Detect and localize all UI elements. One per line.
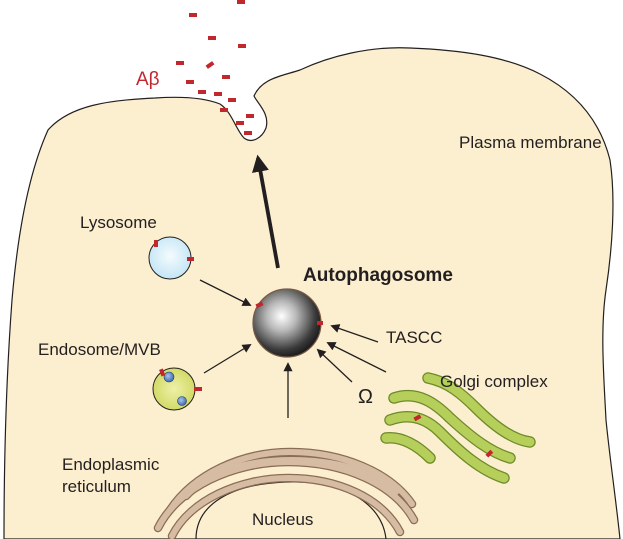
secretion-arrow: [252, 154, 280, 269]
endosome-vesicle: [152, 367, 202, 411]
abeta-peptides: [176, 0, 254, 135]
plasma-membrane: [3, 47, 621, 539]
abeta-peptide-icon: [186, 80, 194, 84]
abeta-peptide-icon: [205, 61, 215, 69]
nucleus-label: Nucleus: [252, 510, 314, 529]
abeta-peptide-icon: [176, 61, 184, 65]
autophagosome: [252, 288, 323, 358]
abeta-peptide-icon: [189, 13, 197, 17]
plasma-membrane-label: Plasma membrane: [459, 133, 602, 152]
abeta-peptide-icon: [485, 449, 494, 458]
arrows: [199, 154, 387, 418]
abeta-peptide-icon: [159, 368, 166, 377]
endosome-arrow: [203, 344, 252, 374]
tascc-label: TASCC: [386, 328, 443, 347]
abeta-peptide-icon: [236, 121, 244, 125]
abeta-peptide-icon: [237, 0, 245, 4]
abeta-peptide-icon: [220, 108, 228, 112]
abeta-peptide-icon: [214, 92, 222, 96]
vesicle-icon: [163, 371, 175, 383]
abeta-peptide-icon: [228, 98, 236, 102]
lysosome-arrow: [199, 279, 252, 306]
abeta-label: Aβ: [136, 69, 160, 90]
er-label-line2: reticulum: [62, 477, 131, 496]
er-label-line1: Endoplasmic: [62, 455, 160, 474]
golgi-arrow: [326, 342, 387, 373]
omega-label: Ω: [358, 386, 373, 408]
abeta-peptide-icon: [244, 131, 252, 135]
abeta-peptide-icon: [194, 387, 202, 391]
lysosome-label: Lysosome: [80, 213, 157, 232]
abeta-peptide-icon: [255, 301, 264, 309]
abeta-peptide-icon: [198, 90, 206, 94]
endosome-mvb-label: Endosome/MVB: [38, 340, 161, 359]
abeta-peptide-icon: [413, 414, 422, 422]
golgi-complex-label: Golgi complex: [440, 372, 548, 391]
omega-arrow: [316, 348, 353, 383]
tascc-arrow: [330, 324, 379, 343]
vesicle-icon: [177, 396, 187, 406]
abeta-peptide-icon: [317, 321, 323, 325]
abeta-peptide-icon: [187, 257, 194, 261]
abeta-peptide-icon: [238, 44, 246, 48]
endoplasmic-reticulum: [153, 447, 419, 539]
autophagosome-label: Autophagosome: [303, 265, 453, 286]
abeta-peptide-icon: [246, 114, 254, 118]
lysosome-vesicle: [148, 236, 194, 280]
golgi-complex: [380, 372, 536, 484]
abeta-peptide-icon: [208, 36, 216, 40]
abeta-peptide-icon: [222, 75, 230, 79]
abeta-peptide-icon: [154, 240, 158, 247]
